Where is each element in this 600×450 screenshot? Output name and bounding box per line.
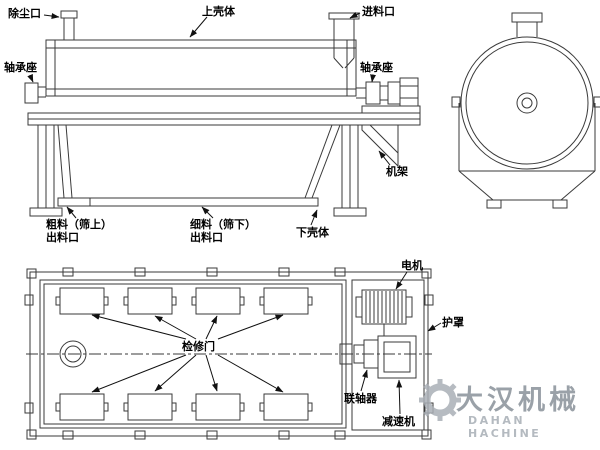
- label-bearing-seat-left: 轴承座: [4, 61, 37, 74]
- leader-reducer: [396, 379, 403, 415]
- leader-bearing-right: [370, 74, 377, 83]
- leader-coarse-outlet: [66, 206, 77, 219]
- leader-guard: [427, 322, 442, 332]
- side-view-drawing: [24, 10, 421, 217]
- leader-inspection-doors: [91, 313, 284, 393]
- lower-casing-shape: [57, 124, 341, 207]
- label-dust-port: 除尘口: [8, 7, 41, 20]
- mounting-tabs: [24, 267, 434, 440]
- label-guard: 护罩: [442, 316, 464, 329]
- label-coarse-outlet-line2: 出料口: [46, 231, 79, 244]
- label-reducer: 减速机: [382, 415, 415, 428]
- motor-shape: [355, 289, 413, 336]
- top-view-drawing: [24, 267, 434, 440]
- bearing-seat-left-shape: [24, 82, 46, 104]
- guard-cover-shape: [351, 279, 425, 431]
- leader-lines: [27, 11, 442, 415]
- label-inspection-door: 检修门: [182, 340, 215, 353]
- label-motor: 电机: [401, 259, 423, 272]
- gear-icon: [419, 379, 461, 421]
- inspection-doors-bottom: [55, 393, 313, 421]
- end-view-drawing: [451, 12, 600, 209]
- label-bearing-seat-right: 轴承座: [360, 61, 393, 74]
- leader-frame: [378, 150, 391, 166]
- watermark-brand-cn: 大汉机械: [456, 385, 580, 416]
- bearing-seat-right-drive-shape: [356, 77, 421, 114]
- leader-feed-inlet: [349, 11, 361, 19]
- leader-bearing-left: [27, 73, 34, 83]
- label-fine-outlet-line2: 出料口: [190, 231, 223, 244]
- leader-lower-casing: [310, 209, 318, 226]
- label-upper-casing: 上壳体: [202, 5, 235, 18]
- upper-casing-shape: [45, 39, 357, 97]
- leader-upper-casing: [189, 16, 208, 38]
- label-feed-inlet: 进料口: [362, 5, 395, 18]
- label-fine-outlet-line1: 细料（筛下）: [190, 218, 256, 231]
- leader-coupling: [360, 369, 368, 392]
- label-lower-casing: 下壳体: [296, 226, 329, 239]
- frame-shape: [27, 112, 421, 217]
- label-frame: 机架: [386, 165, 408, 178]
- label-coupling: 联轴器: [344, 392, 377, 405]
- leader-motor: [395, 271, 408, 290]
- label-fine-outlet: 细料（筛下） 出料口: [190, 218, 256, 244]
- leader-dust-port: [43, 13, 60, 19]
- dust-port-shape: [60, 10, 78, 40]
- drive-train-shape: [339, 335, 417, 379]
- label-coarse-outlet-line1: 粗料（筛上）: [46, 218, 112, 231]
- watermark-brand-en: DAHAN HACHINE: [468, 414, 542, 440]
- label-coarse-outlet: 粗料（筛上） 出料口: [46, 218, 112, 244]
- inspection-doors-top: [55, 287, 313, 315]
- leader-fine-outlet: [201, 206, 214, 219]
